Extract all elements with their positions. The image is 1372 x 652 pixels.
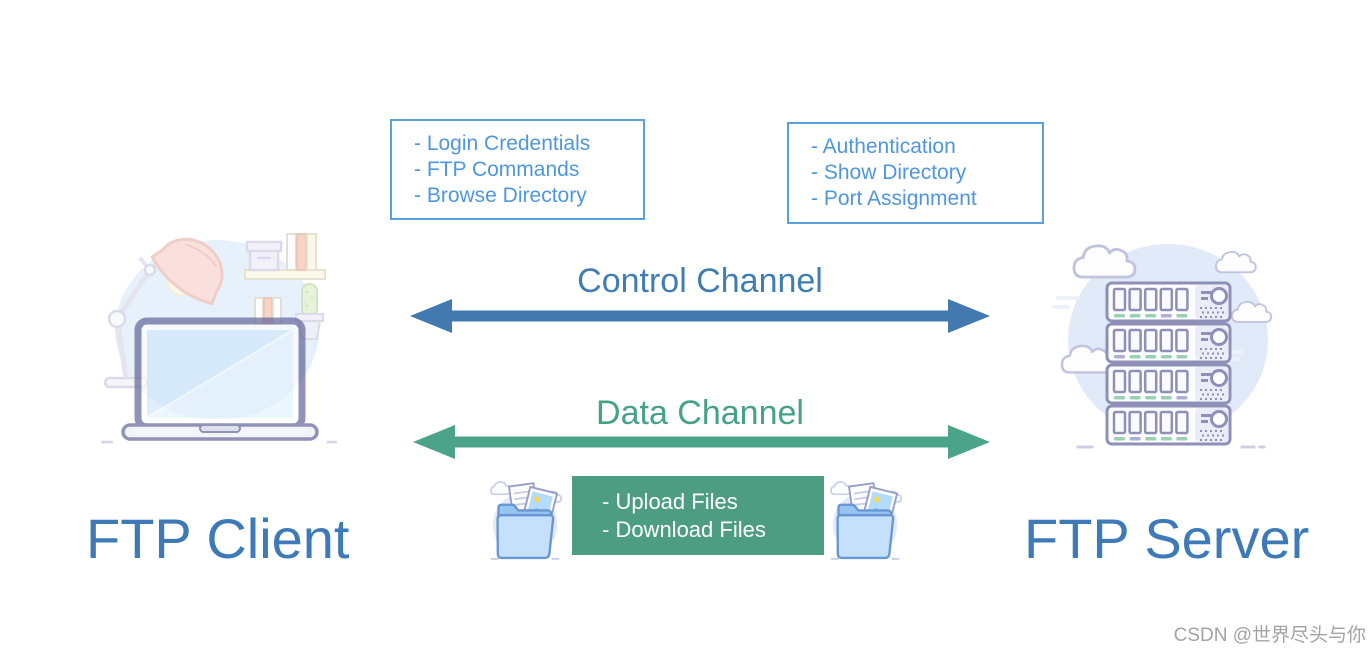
laptop-desk-icon [101, 233, 337, 444]
response-line: - Port Assignment [811, 187, 977, 210]
server-rack-icon [1052, 244, 1273, 449]
control-request-box: - Login Credentials - FTP Commands - Bro… [390, 119, 645, 220]
data-channel-label: Data Channel [596, 394, 804, 432]
ftp-server-illustration [1050, 228, 1280, 463]
transfer-line: - Upload Files [602, 488, 738, 514]
transfer-line: - Download Files [602, 516, 766, 542]
double-arrow-shape [413, 425, 990, 459]
folder-with-files-icon [830, 481, 903, 560]
folder-icon-right [829, 474, 905, 564]
ftp-client-title: FTP Client [86, 507, 350, 570]
ftp-server-title: FTP Server [1024, 507, 1310, 570]
control-channel-label: Control Channel [577, 262, 823, 300]
ftp-client-illustration [95, 218, 345, 448]
request-line: - Login Credentials [414, 131, 591, 155]
response-line: - Show Directory [811, 161, 967, 184]
double-arrow-shape [410, 299, 990, 333]
request-line: - FTP Commands [414, 157, 580, 181]
request-line: - Browse Directory [414, 183, 587, 207]
response-line: - Authentication [811, 135, 956, 158]
control-channel-arrow [410, 299, 990, 333]
csdn-watermark: CSDN @世界尽头与你 [1173, 625, 1366, 646]
folder-icon-left [489, 474, 565, 564]
folder-with-files-icon [490, 481, 563, 560]
data-transfer-box: - Upload Files - Download Files [572, 476, 824, 555]
data-channel-arrow [413, 425, 990, 459]
control-response-box: - Authentication - Show Directory - Port… [787, 122, 1044, 224]
